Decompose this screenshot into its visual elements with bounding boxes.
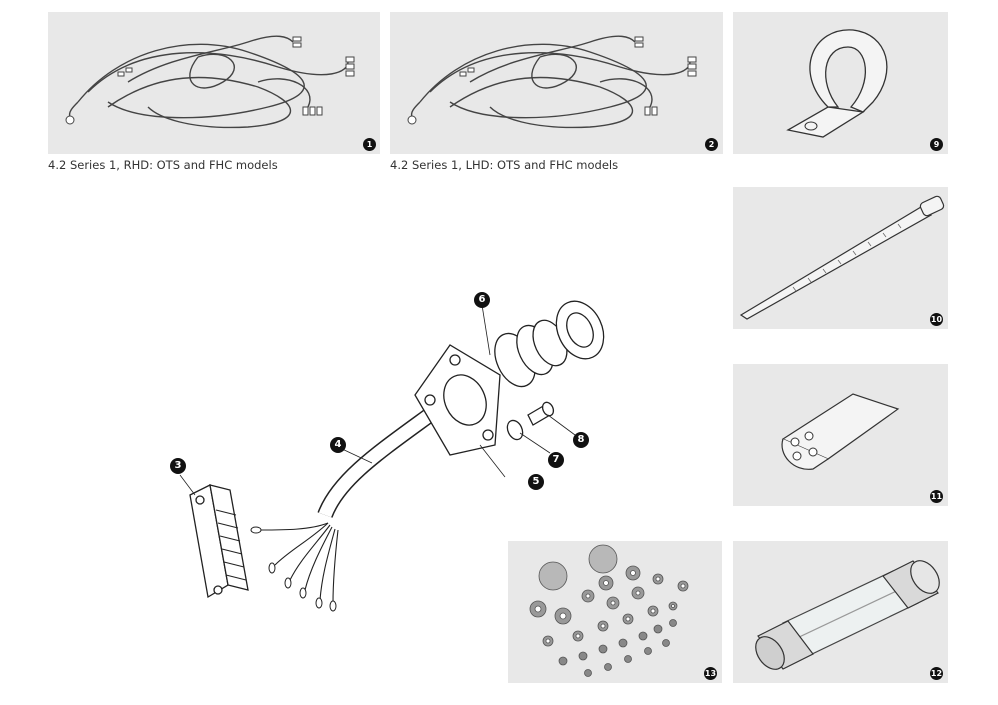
fuse-image [755, 560, 940, 670]
callout-8: 8 [573, 432, 589, 448]
grommet-block-image [781, 393, 900, 470]
harness-rhd-panel: 1 [48, 12, 380, 154]
callout-4: 4 [330, 437, 346, 453]
caption-rhd: 4.2 Series 1, RHD: OTS and FHC models [48, 158, 278, 172]
grommet-block-panel: 11 [733, 364, 948, 506]
exploded-connector-drawing [150, 285, 610, 615]
figure-number-badge: 11 [930, 490, 943, 503]
wiring-harness-image [407, 35, 697, 129]
wiring-harness-image [65, 35, 355, 129]
callout-6: 6 [474, 292, 490, 308]
p-clip-panel: 9 [733, 12, 948, 154]
figure-number-badge: 1 [363, 138, 376, 151]
caption-lhd: 4.2 Series 1, LHD: OTS and FHC models [390, 158, 619, 172]
washers-image [529, 544, 689, 677]
callout-7: 7 [548, 452, 564, 468]
callout-3: 3 [170, 458, 186, 474]
connector-assembly-image [179, 300, 605, 612]
figure-number-badge: 12 [930, 667, 943, 680]
figure-number-badge: 2 [705, 138, 718, 151]
figure-number-badge: 9 [930, 138, 943, 151]
figure-number-badge: 13 [704, 667, 717, 680]
p-clip-image [786, 29, 888, 138]
callout-5: 5 [528, 474, 544, 490]
cable-tie-image [739, 195, 945, 320]
washers-panel: 13 [508, 541, 722, 683]
fuse-panel: 12 [733, 541, 948, 683]
harness-lhd-panel: 2 [390, 12, 723, 154]
figure-number-badge: 10 [930, 313, 943, 326]
cable-tie-panel: 10 [733, 187, 948, 329]
